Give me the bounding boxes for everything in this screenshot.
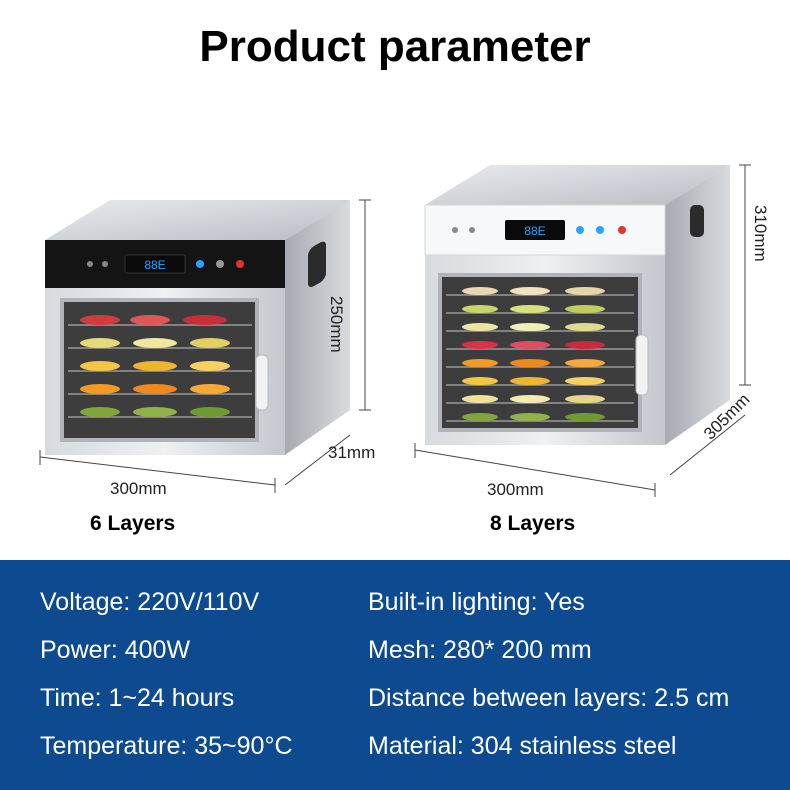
spec-voltage: Voltage: 220V/110V bbox=[40, 588, 260, 616]
display-readout: 88E bbox=[524, 224, 545, 238]
spec-material: Material: 304 stainless steel bbox=[368, 732, 677, 760]
spec-power: Power: 400W bbox=[40, 636, 191, 664]
spec-mesh: Mesh: 280* 200 mm bbox=[368, 636, 592, 664]
dimension-height-8-layer: 310mm bbox=[751, 205, 770, 262]
spec-time: Time: 1~24 hours bbox=[40, 684, 235, 712]
layer-label-6: 6 Layers bbox=[90, 512, 176, 535]
dimension-height-6-layer: 250mm bbox=[327, 296, 346, 353]
spec-layer-distance: Distance between layers: 2.5 cm bbox=[368, 684, 730, 712]
dehydrator-6-layer-image: 88E bbox=[39, 199, 371, 493]
spec-panel: Voltage: 220V/110V Power: 400W Time: 1~2… bbox=[0, 560, 790, 790]
display-readout: 88E bbox=[144, 258, 165, 272]
dimension-width-8-layer: 300mm bbox=[487, 480, 544, 499]
dimension-depth-6-layer: 31mm bbox=[328, 443, 376, 462]
layer-label-8: 8 Layers bbox=[490, 512, 576, 535]
dimension-width-6-layer: 300mm bbox=[110, 479, 167, 498]
page-title: Product parameter bbox=[199, 22, 591, 71]
spec-temperature: Temperature: 35~90°C bbox=[40, 732, 293, 760]
spec-lighting: Built-in lighting: Yes bbox=[368, 588, 585, 616]
dehydrator-8-layer-image: 88E bbox=[414, 164, 751, 497]
